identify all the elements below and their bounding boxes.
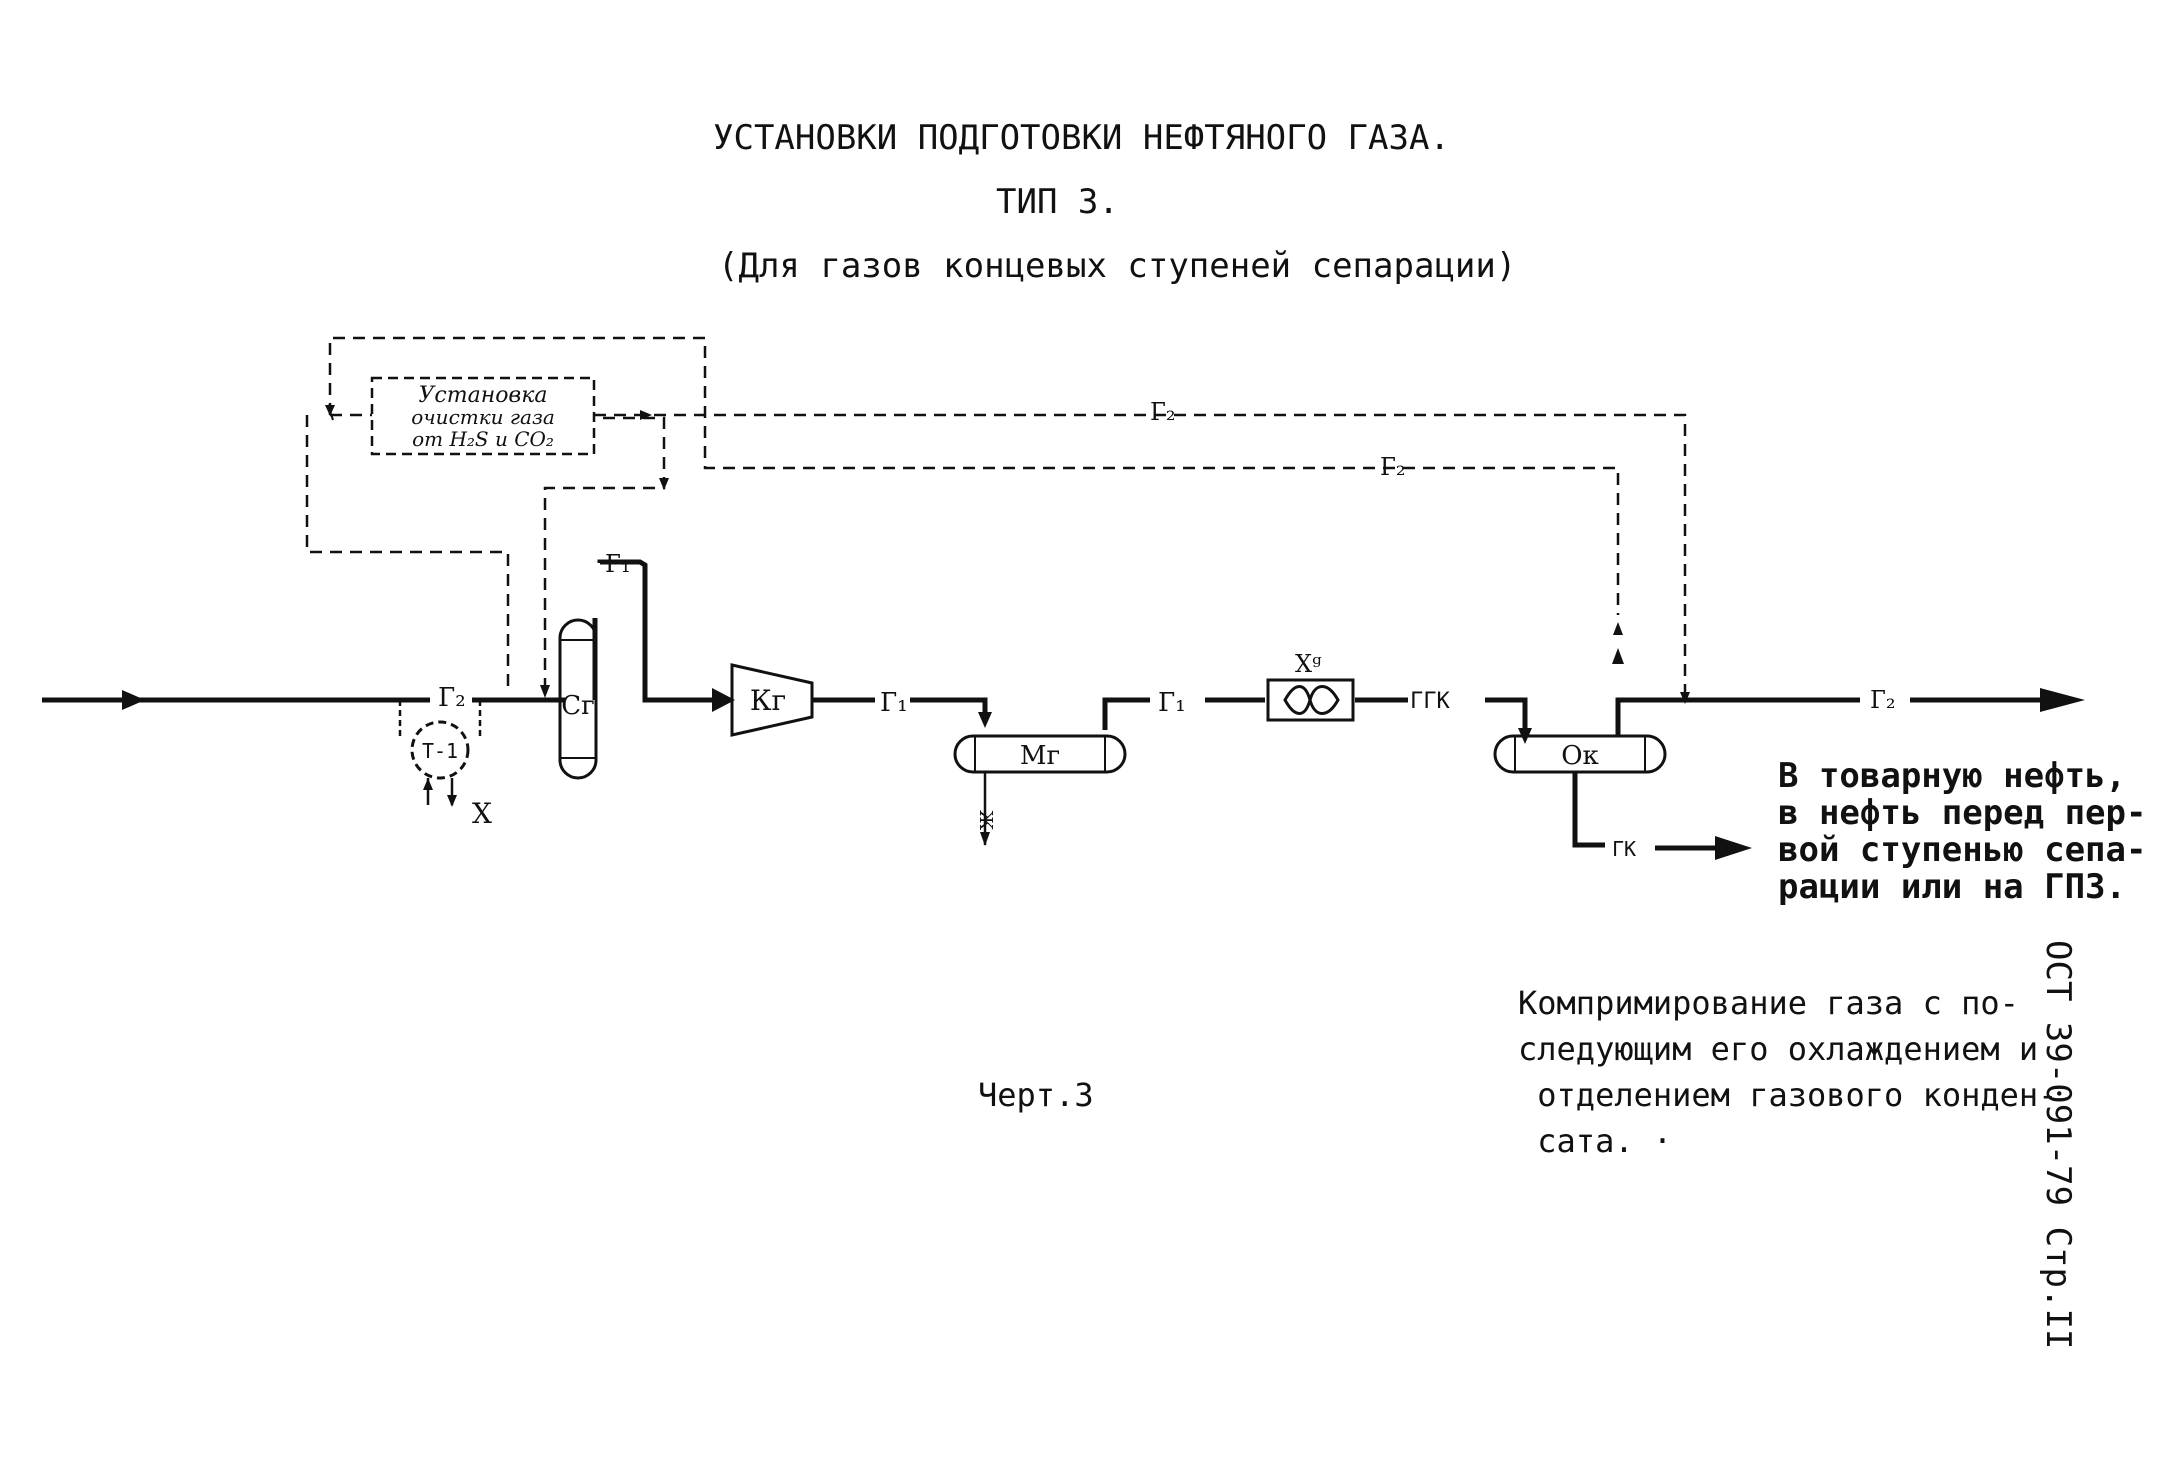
label-coolant: Х: [472, 797, 492, 830]
label-water: Ж: [975, 810, 996, 831]
settler-vessel: Ок: [1493, 734, 1667, 774]
air-cooler: Хᵍ: [1266, 650, 1355, 722]
main-gas-line: [42, 559, 2040, 851]
label-g2-inlet: Г₂: [438, 683, 466, 713]
compressor: Кг: [730, 663, 814, 737]
label-g1-top: Г₁: [605, 550, 631, 578]
settler-label: Ок: [1561, 741, 1599, 771]
treatment-unit-line-1: Установка: [419, 383, 548, 408]
label-g2-top: Г₂: [1150, 398, 1176, 426]
heat-exchanger: Т-1 Х: [398, 700, 492, 830]
label-ggk: ГГК: [1410, 689, 1450, 714]
label-gk: ГК: [1612, 837, 1636, 861]
mixer-label: Мг: [1020, 741, 1060, 771]
label-g1-after-compressor: Г₁: [880, 688, 908, 718]
page-title: УСТАНОВКИ ПОДГОТОВКИ НЕФТЯНОГО ГАЗА.: [713, 118, 1450, 158]
side-reference-text: ОСТ 39-091-79 Стр.II: [2038, 940, 2078, 1350]
treatment-unit-line-2: очистки газа: [411, 405, 555, 429]
destination-note: В товарную нефть, в нефть перед пер- вой…: [1778, 756, 2147, 907]
treatment-unit-line-3: от H₂S и CO₂: [412, 427, 554, 451]
label-g2-second: Г₂: [1380, 453, 1406, 481]
figure-caption: Черт.3: [978, 1076, 1094, 1114]
label-g1-after-mixer: Г₁: [1158, 688, 1186, 718]
gas-treatment-unit: Установка очистки газа от H₂S и CO₂: [370, 376, 596, 456]
heat-exchanger-label: Т-1: [422, 739, 458, 763]
separator-vessel: Сг Г₁: [558, 550, 631, 780]
compressor-label: Кг: [750, 684, 786, 717]
mixer-vessel: Мг Ж: [953, 734, 1127, 846]
type-label: ТИП 3.: [996, 182, 1119, 222]
air-cooler-label: Хᵍ: [1295, 650, 1322, 678]
process-description: Компримирование газа с по- следующим его…: [1518, 984, 2058, 1160]
separator-label: Сг: [561, 691, 595, 721]
label-g2-outlet: Г₂: [1870, 686, 1896, 714]
subtitle: (Для газов концевых ступеней сепарации): [718, 246, 1517, 286]
